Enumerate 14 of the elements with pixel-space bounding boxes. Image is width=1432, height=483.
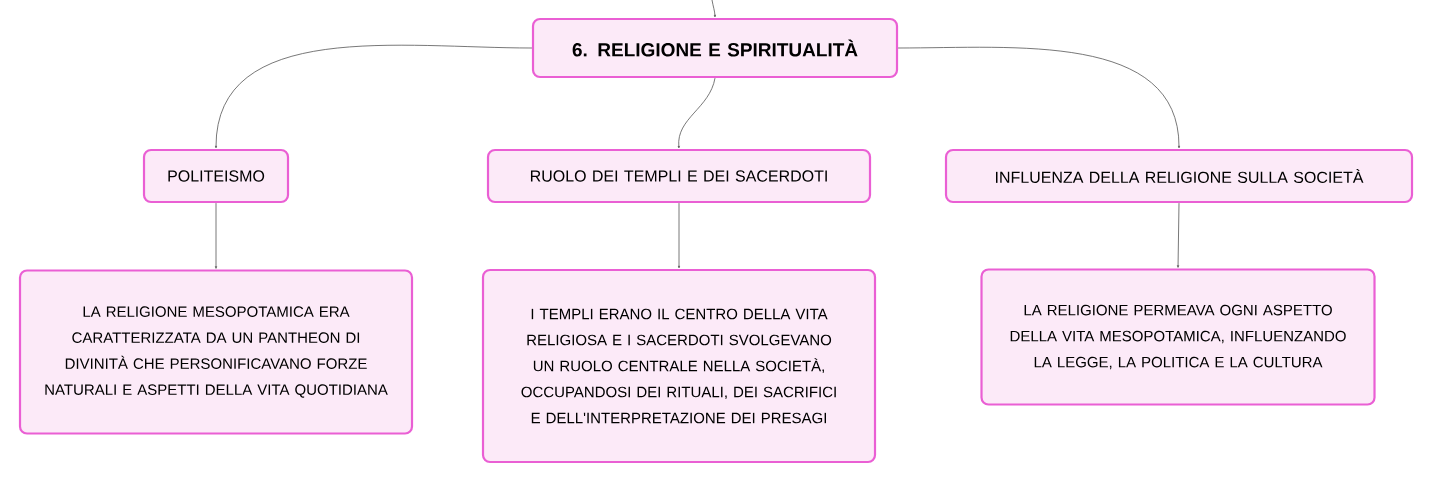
topic-box: POLITEISMO bbox=[142, 148, 290, 204]
arrow bbox=[711, 0, 716, 18]
topic-box: RUOLO DEI TEMPLI E DEI SACERDOTI bbox=[486, 148, 872, 204]
topic-box: INFLUENZA DELLA RELIGIONE SULLA SOCIETÀ bbox=[944, 148, 1414, 204]
arrow bbox=[897, 46, 1181, 149]
arrow bbox=[677, 77, 716, 149]
arrow bbox=[214, 202, 218, 269]
description-box: LA RELIGIONE PERMEAVA OGNI ASPETTO DELLA VITA MESOPOTAMICA, INFLUENZANDO LA LEGGE, LA POLITICA E LA CULTURA bbox=[980, 268, 1376, 406]
description-box: LA RELIGIONE MESOPOTAMICA ERA CARATTERIZZATA DA UN PANTHEON DI DIVINITÀ CHE PERSONIFICAVANO FORZE NATURALI E ASPETTI DELLA VITA QUOTIDIANA bbox=[18, 269, 414, 435]
arrow bbox=[677, 202, 681, 269]
arrow bbox=[1176, 202, 1180, 268]
arrow bbox=[214, 44, 533, 149]
description-box: I TEMPLI ERANO IL CENTRO DELLA VITA RELIGIOSA E I SACERDOTI SVOLGEVANO UN RUOLO CENTRALE NELLA SOCIETÀ, OCCUPANDOSI DEI RITUALI, DEI SACRIFICI E DELL'INTERPRETAZIONE DEI PRESAGI bbox=[481, 268, 877, 464]
title-box: 6. RELIGIONE E SPIRITUALITÀ bbox=[531, 17, 899, 79]
